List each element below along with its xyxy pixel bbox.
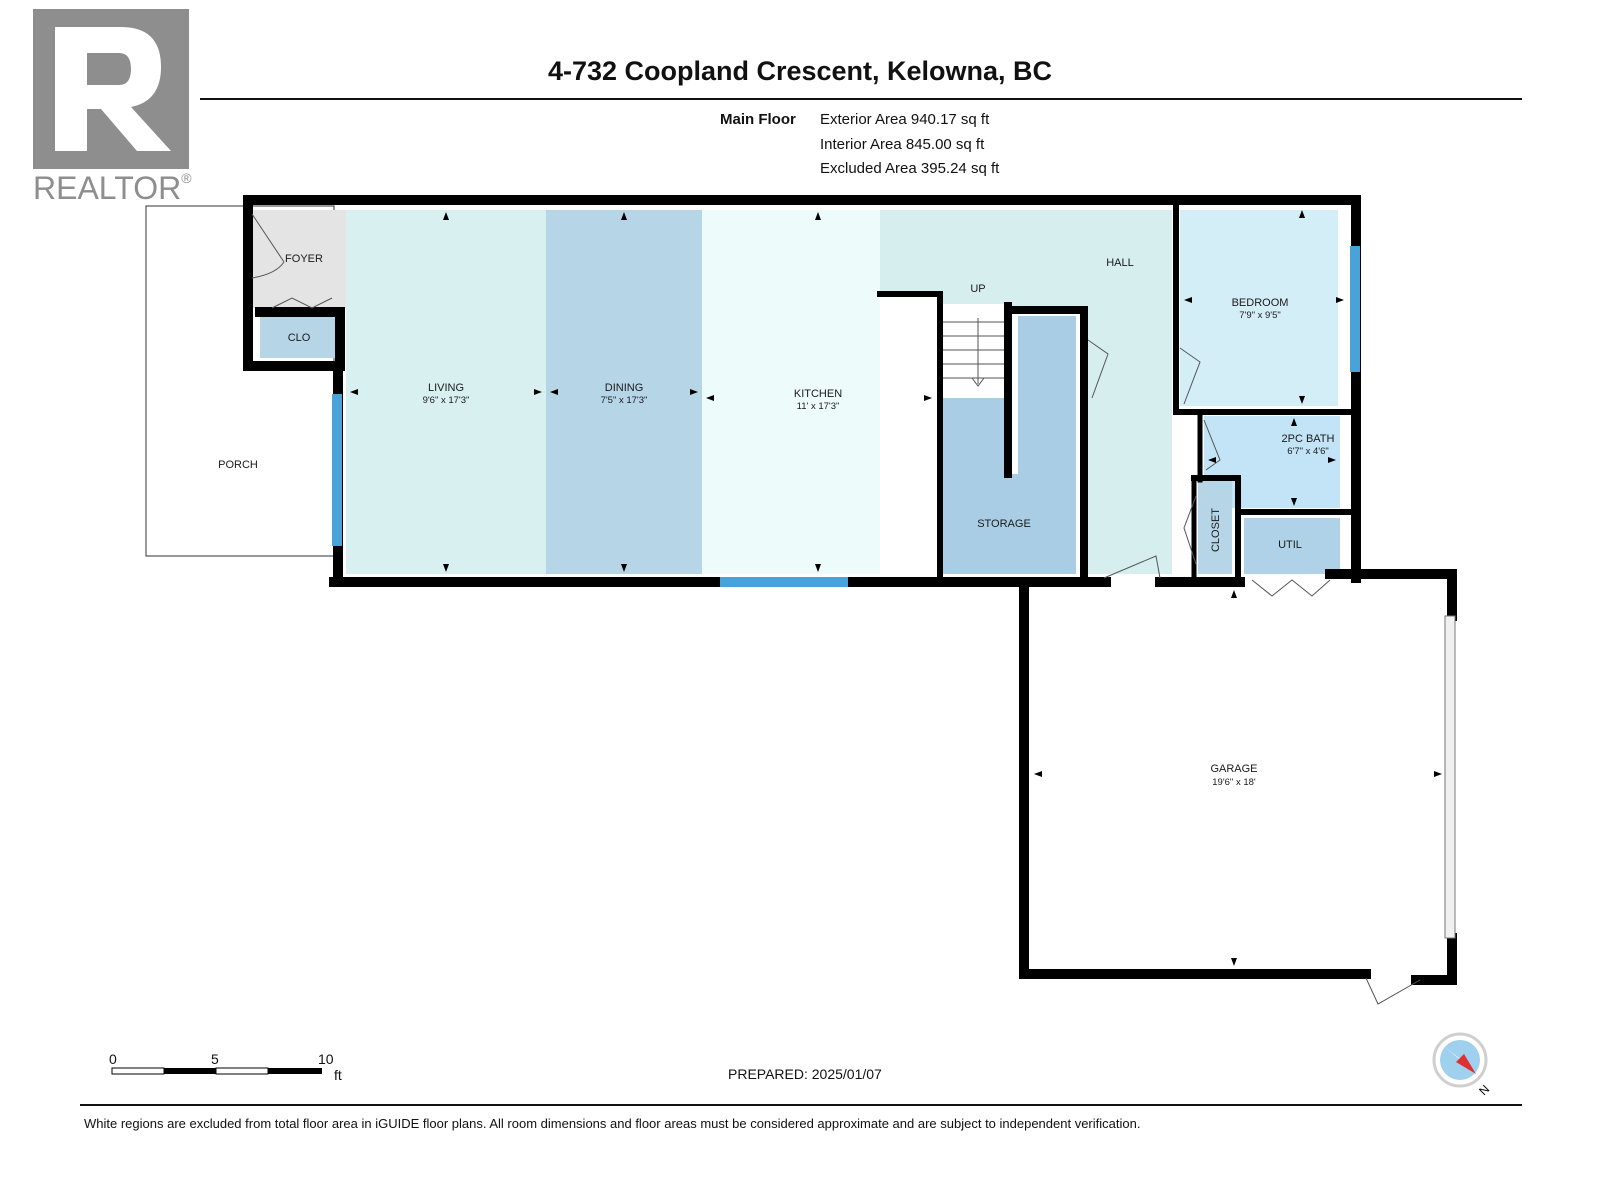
room-label-garage: GARAGE [1210,763,1257,775]
room-dims-garage: 19'6" x 18' [1212,777,1256,788]
interior-area: Interior Area 845.00 sq ft [820,135,985,153]
bedroom-door [1179,347,1201,405]
page-title: 4-732 Coopland Crescent, Kelowna, BC [547,56,1053,86]
scale-tick-0: 0 [109,1051,117,1067]
room-dims-kitchen: 11' x 17'3" [797,401,840,412]
bedroom-fill [1180,210,1338,406]
bath-door [1203,419,1221,471]
room-label-closet: CLOSET [1210,508,1222,552]
window-living [332,394,342,546]
closet-door [1183,495,1197,565]
stairs [942,318,1008,387]
area-summary: Exterior Area 940.17 sq ft Interior Area… [820,108,999,182]
compass-north-label: N [1476,1082,1492,1098]
scale-tick-5: 5 [211,1051,219,1067]
util-fill [1244,518,1340,574]
realtor-r-icon [55,27,171,151]
room-label-hall: HALL [1106,257,1134,269]
util-door [1251,579,1331,597]
room-label-living: LIVING [428,382,464,394]
room-dims-living: 9'6" x 17'3" [423,395,470,406]
room-label-kitchen: KITCHEN [794,388,842,400]
title-underline [200,98,1522,100]
excluded-area: Excluded Area 395.24 sq ft [820,160,1000,177]
garage-overhead-door [1444,615,1456,939]
room-dims-bath: 6'7" x 4'6" [1287,446,1329,457]
room-dims-dining: 7'5" x 17'3" [601,395,648,406]
room-label-foyer: FOYER [285,253,323,265]
garage-side-door [1365,977,1421,1005]
realtor-logo-text: REALTOR® [33,170,192,206]
disclaimer-text: White regions are excluded from total fl… [84,1116,1141,1131]
storage-door [1087,339,1109,399]
dimension-arrows [350,210,1442,966]
dining-fill [546,210,702,574]
scale-unit: ft [334,1067,342,1083]
foyer-door [251,213,285,279]
room-dims-bedroom: 7'9" x 9'5" [1239,310,1281,321]
room-label-storage: STORAGE [977,518,1031,530]
clo-door [271,297,333,309]
window-bedroom [1350,246,1360,372]
room-label-bath: 2PC BATH [1282,433,1335,445]
prepared-date: PREPARED: 2025/01/07 [728,1066,882,1082]
living-fill [346,210,546,574]
scale-bar [111,1067,322,1075]
room-label-dining: DINING [605,382,644,394]
room-label-up: UP [970,283,985,295]
compass-icon [1432,1032,1488,1088]
room-label-bedroom: BEDROOM [1232,297,1289,309]
garage-entry-door [1103,555,1161,579]
window-kitchen [720,577,848,587]
scale-tick-10: 10 [318,1051,334,1067]
room-label-clo: CLO [288,332,311,344]
exterior-area: Exterior Area 940.17 sq ft [820,111,990,128]
hall-fill [880,210,1172,574]
walls [243,195,1457,985]
foyer-fill [252,210,346,308]
doors [251,213,1421,1005]
closet-fill [1198,480,1232,574]
floor-label: Main Floor [720,111,796,128]
room-label-util: UTIL [1278,539,1302,551]
room-label-porch: PORCH [218,459,258,471]
realtor-logo-mark [33,9,189,169]
clo-fill [260,316,336,358]
kitchen-fill [702,210,880,574]
